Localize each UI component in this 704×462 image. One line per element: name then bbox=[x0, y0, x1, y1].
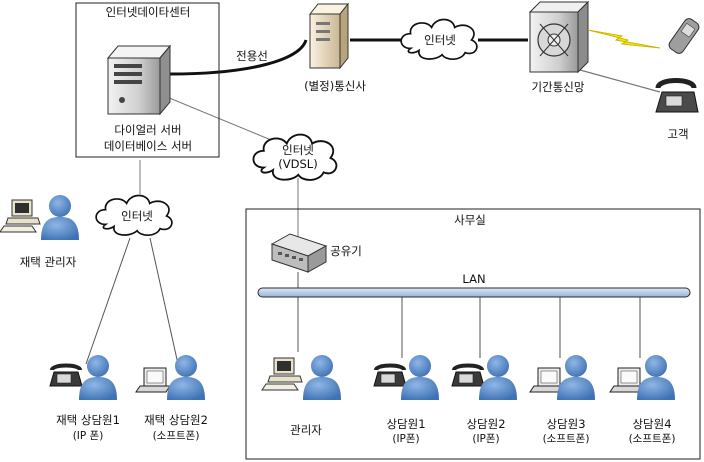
home-agent1-label-line2: (IP 폰) bbox=[73, 430, 104, 442]
datacenter-title: 인터넷데이타센터 bbox=[106, 5, 191, 19]
office-agent2-label-line2: (IP폰) bbox=[472, 433, 499, 445]
office-agent3-person-icon bbox=[557, 355, 595, 400]
home-agent2-label-line2: (소프트폰) bbox=[153, 430, 200, 442]
office-admin-pc-icon bbox=[261, 357, 303, 391]
office-agent3-label-line2: (소프트폰) bbox=[543, 433, 590, 445]
home-agent1-phone-icon bbox=[48, 363, 84, 388]
datacenter-box bbox=[75, 2, 220, 158]
server-icon bbox=[106, 44, 172, 116]
office-agent1-label-line2: (IP폰) bbox=[392, 433, 419, 445]
office-agent1-label-line1: 상담원1 bbox=[386, 417, 425, 431]
office-agent4-label-line2: (소프트폰) bbox=[629, 433, 676, 445]
home-agent2-label-line1: 재택 상담원2 bbox=[144, 413, 208, 427]
lan-label: LAN bbox=[462, 272, 485, 286]
home-admin-person-icon bbox=[41, 195, 79, 240]
office-agent4-label-line1: 상담원4 bbox=[632, 417, 671, 431]
office-agent3-label-line1: 상담원3 bbox=[546, 417, 585, 431]
office-box bbox=[245, 208, 701, 460]
home-admin-label: 재택 관리자 bbox=[20, 255, 77, 269]
office-agent1-phone-icon bbox=[372, 363, 408, 388]
server-label-line2: 데이터베이스 서버 bbox=[104, 139, 192, 153]
carrier-server-icon bbox=[308, 2, 350, 70]
home-cloud-label: 인터넷 bbox=[121, 209, 153, 223]
dedicated-line-label: 전용선 bbox=[236, 49, 268, 63]
connections bbox=[85, 38, 661, 365]
office-agent1-person-icon bbox=[401, 355, 439, 400]
mobile-phone-icon bbox=[668, 18, 700, 54]
lan-bus-bar bbox=[257, 287, 691, 298]
home-agent1-label-line1: 재택 상담원1 bbox=[56, 413, 120, 427]
office-group: 사무실 공유기 LAN 관리자 상담원1 (IP폰) 상담원2 (IP폰) bbox=[245, 208, 701, 460]
home-agent1-person-icon bbox=[79, 355, 117, 400]
internet-cloud-top-label: 인터넷 bbox=[424, 33, 456, 47]
office-agent2-label-line1: 상담원2 bbox=[466, 417, 505, 431]
server-label-line1: 다이얼러 서버 bbox=[114, 123, 181, 137]
office-title: 사무실 bbox=[454, 213, 486, 227]
office-agent2-person-icon bbox=[479, 355, 517, 400]
pstn-switch-icon bbox=[528, 0, 590, 74]
customer-phone-icon bbox=[655, 78, 699, 113]
office-agent4-person-icon bbox=[637, 355, 675, 400]
customer-label: 고객 bbox=[667, 127, 688, 141]
vdsl-cloud-label-line1: 인터넷 bbox=[282, 143, 314, 157]
office-agent2-phone-icon bbox=[450, 363, 486, 388]
office-admin-label: 관리자 bbox=[290, 423, 322, 437]
home-admin-pc-icon bbox=[0, 199, 41, 233]
datacenter-group: 인터넷데이타센터 다이얼러 서버 데이터베이스 서버 bbox=[75, 2, 220, 158]
home-agent2-person-icon bbox=[167, 355, 205, 400]
office-admin-person-icon bbox=[303, 355, 341, 400]
vdsl-cloud-label-line2: (VDSL) bbox=[278, 157, 317, 171]
router-icon bbox=[270, 233, 328, 273]
pstn-label: 기간통신망 bbox=[532, 80, 585, 94]
home-agent2-laptop-icon bbox=[135, 367, 171, 393]
carrier-label: (별정)통신사 bbox=[304, 79, 366, 93]
router-label: 공유기 bbox=[330, 244, 362, 258]
